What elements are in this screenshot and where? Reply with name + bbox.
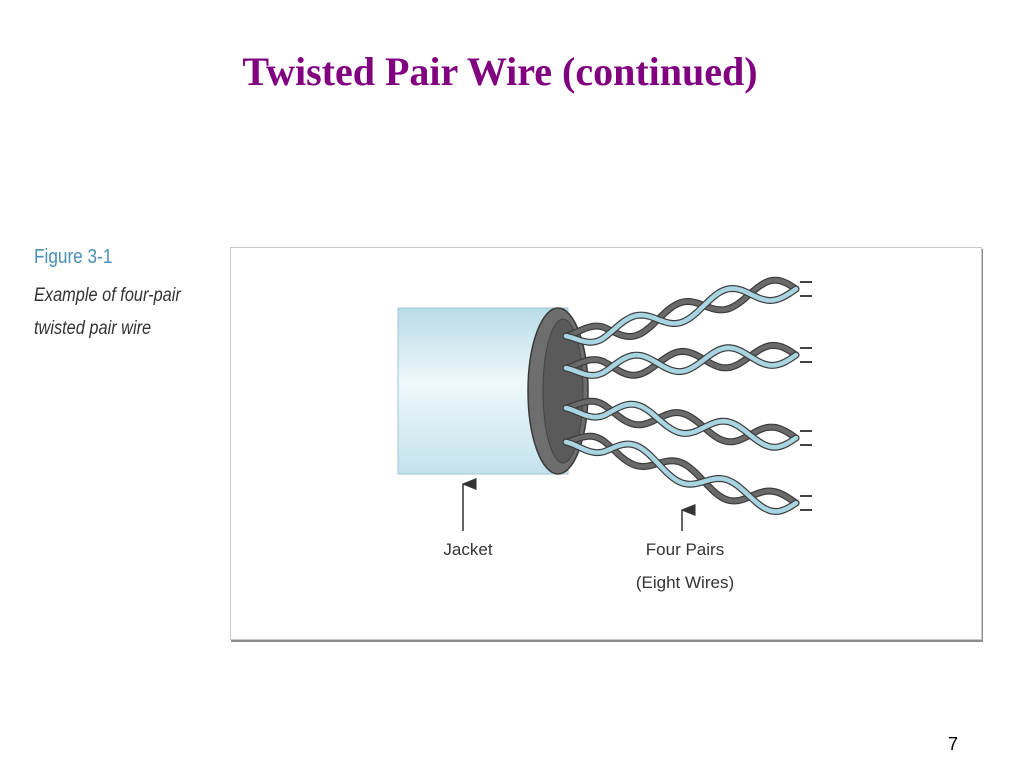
figure-description-line-2: twisted pair wire — [34, 318, 152, 339]
wire-light-4 — [563, 439, 799, 514]
wire-light-1 — [563, 286, 799, 345]
figure-label: Figure 3-1 — [34, 246, 113, 268]
page-number: 7 — [948, 734, 959, 754]
wire-dark-1 — [563, 277, 799, 339]
wire-pairs — [562, 276, 812, 516]
wire-light-2 — [563, 345, 799, 378]
figure-description-line-1: Example of four-pair — [34, 285, 181, 306]
pairs-label-line-2: (Eight Wires) — [636, 573, 734, 592]
jacket-label: Jacket — [443, 540, 492, 559]
wire-dark-4 — [563, 433, 799, 506]
slide-title: Twisted Pair Wire (continued) — [242, 49, 758, 94]
figure-caption: Figure 3-1 Example of four-pair twisted … — [34, 246, 214, 345]
wire-light-3 — [563, 401, 799, 450]
pairs-label-line-1: Four Pairs — [646, 540, 724, 559]
twisted-pair-diagram: Jacket Four Pairs (Eight Wires) — [397, 276, 812, 592]
figure-frame: Jacket Four Pairs (Eight Wires) — [230, 247, 982, 640]
jacket-ring-inner — [542, 318, 584, 464]
wire-dark-2 — [563, 343, 799, 378]
wire-dark-3 — [563, 398, 799, 445]
